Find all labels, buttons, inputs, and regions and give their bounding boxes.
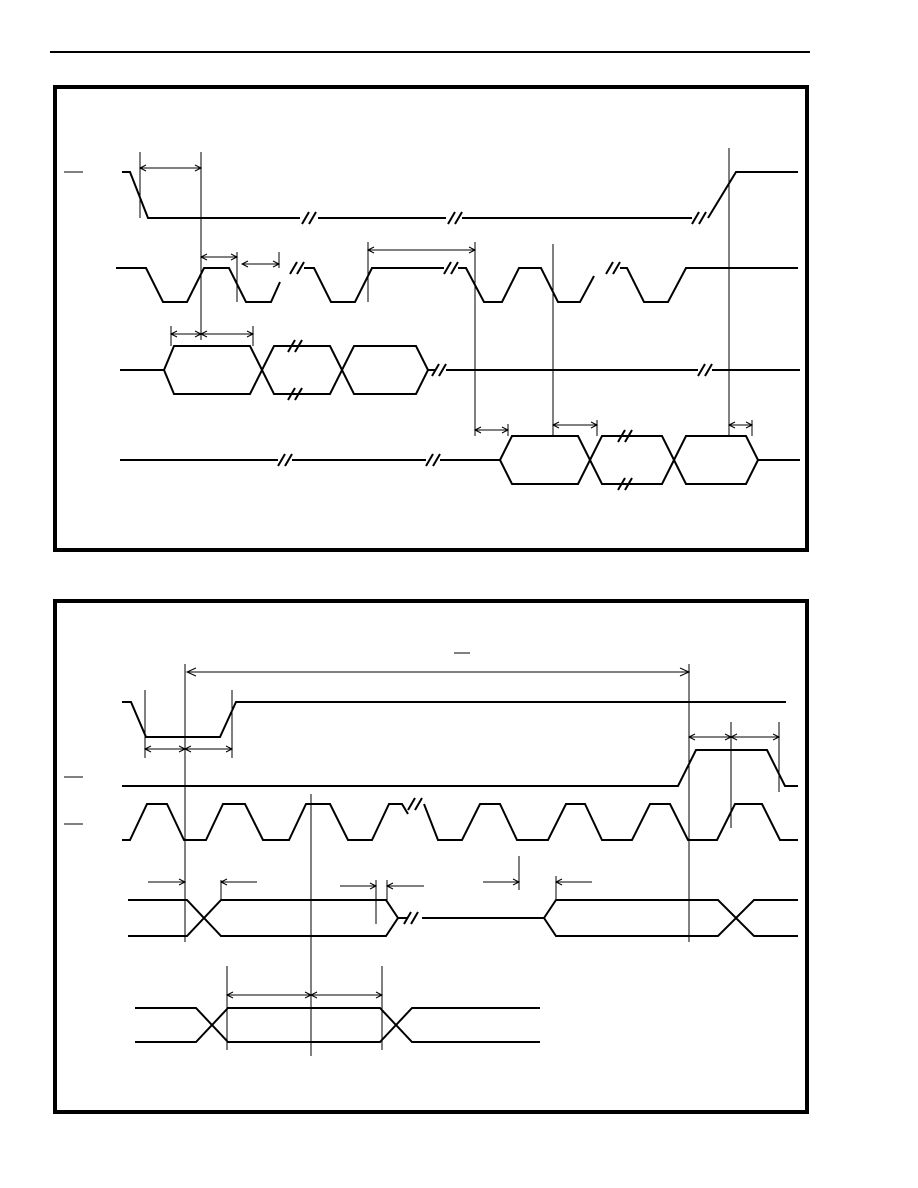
chip-select-waveform-seg4 bbox=[707, 171, 798, 219]
serial-clock-waveform-seg2 bbox=[304, 267, 444, 303]
timing-reference-lines bbox=[139, 148, 753, 436]
figure-1-frame bbox=[53, 85, 809, 552]
serial-clock-waveform-seg4 bbox=[620, 267, 798, 303]
break-marker bbox=[403, 911, 419, 925]
clock-waveform bbox=[122, 803, 409, 841]
serial-data-out-waveform bbox=[120, 435, 800, 485]
timing-arrows bbox=[185, 667, 691, 677]
serial-clock-waveform bbox=[116, 267, 281, 303]
clock-waveform-seg2 bbox=[423, 803, 798, 841]
break-marker bbox=[289, 261, 621, 275]
break-marker bbox=[287, 339, 713, 401]
timing-arrows bbox=[138, 164, 754, 434]
timing-arrows bbox=[143, 733, 781, 999]
serial-data-in-waveform bbox=[120, 345, 800, 395]
busy-signal-waveform bbox=[122, 749, 798, 787]
data-bus-waveform bbox=[128, 899, 798, 937]
figure-2-timing-diagram bbox=[53, 599, 809, 1114]
chip-select-waveform bbox=[122, 171, 300, 219]
figure-1-timing-diagram bbox=[53, 85, 809, 552]
serial-clock-waveform-seg3 bbox=[458, 267, 595, 303]
data-valid-window-waveform bbox=[135, 1007, 540, 1043]
break-marker bbox=[277, 429, 633, 491]
timing-reference-lines bbox=[144, 664, 780, 1056]
figure-2-frame bbox=[53, 599, 809, 1114]
break-marker bbox=[301, 211, 707, 225]
break-marker bbox=[407, 797, 423, 811]
control-pulse-waveform bbox=[122, 701, 786, 738]
